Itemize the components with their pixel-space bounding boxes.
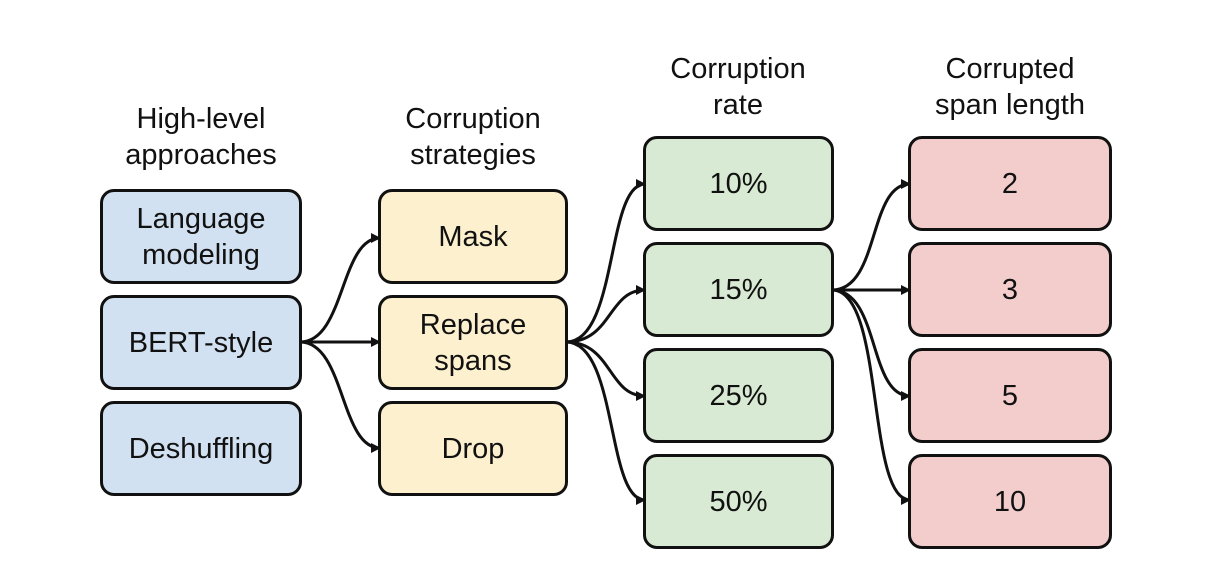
span-length-3: 3 [908,242,1112,337]
arrow-15-to-5 [831,288,911,401]
header-approaches: High-level approaches [125,103,277,171]
arrow-15-to-2 [831,179,911,292]
arrow-bert-to-mask [299,233,381,344]
arrow-bert-to-drop [299,340,381,453]
span-length-10: 10 [908,454,1112,549]
strategy-replace-spans: Replace spans [378,295,568,390]
header-span-lengths: Corrupted span length [935,53,1085,121]
arrow-replace-to-10 [565,179,646,344]
span-length-2: 2 [908,136,1112,231]
approach-bert-style: BERT-style [100,295,302,390]
header-strategies: Corruption strategies [405,103,541,171]
rate-15: 15% [643,242,834,337]
arrow-15-to-10 [831,288,911,505]
header-rates: Corruption rate [670,53,806,121]
rate-25: 25% [643,348,834,443]
span-length-5: 5 [908,348,1112,443]
strategy-drop: Drop [378,401,568,496]
approach-language-modeling: Language modeling [100,189,302,284]
approach-deshuffling: Deshuffling [100,401,302,496]
strategy-mask: Mask [378,189,568,284]
rate-10: 10% [643,136,834,231]
arrow-replace-to-50 [565,340,646,505]
arrow-replace-to-25 [565,340,646,401]
arrow-replace-to-15 [565,285,646,344]
rate-50: 50% [643,454,834,549]
